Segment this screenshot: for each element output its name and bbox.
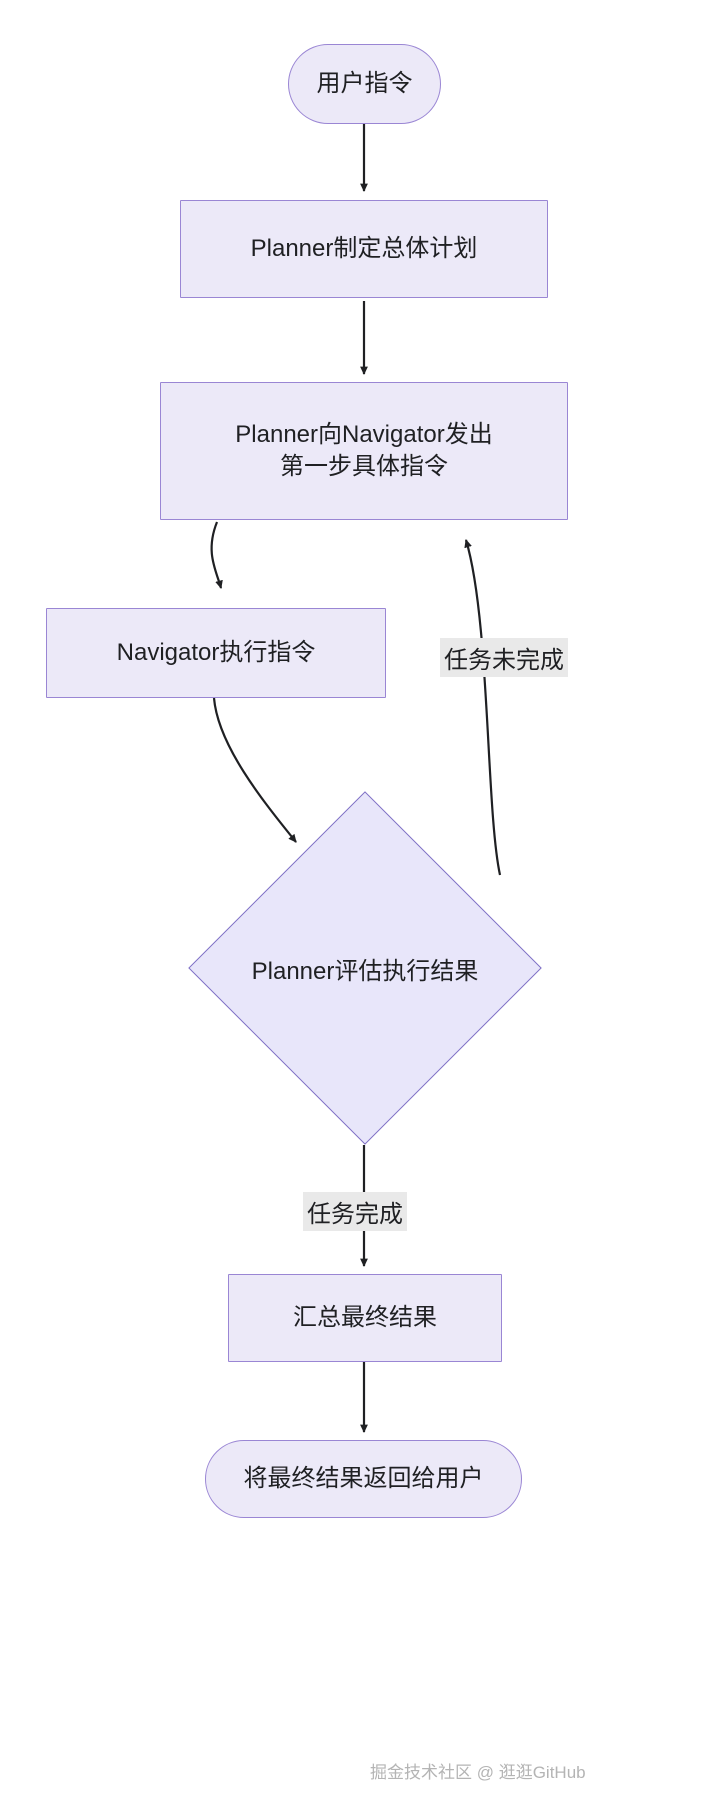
node-user-instruction[interactable]: 用户指令 <box>288 44 441 124</box>
node-summarize-final-result[interactable]: 汇总最终结果 <box>228 1274 502 1362</box>
edge-navigator-execute-to-planner-evaluate <box>212 697 297 843</box>
edge-planner-first-step-to-navigator-execute <box>210 521 223 589</box>
edge-label-task-incomplete: 任务未完成 <box>440 638 568 677</box>
node-planner-evaluate-label: Planner评估执行结果 <box>251 957 479 985</box>
node-planner-first-step[interactable]: Planner向Navigator发出 第一步具体指令 <box>160 382 568 520</box>
node-navigator-execute[interactable]: Navigator执行指令 <box>46 608 386 698</box>
node-planner-evaluate[interactable]: Planner评估执行结果 <box>188 791 542 1145</box>
watermark-text: 掘金技术社区 @ 逛逛GitHub <box>370 1763 586 1782</box>
node-return-to-user[interactable]: 将最终结果返回给用户 <box>205 1440 522 1518</box>
edge-planner-evaluate-to-planner-first-step <box>464 539 502 876</box>
edge-label-task-complete: 任务完成 <box>303 1192 407 1231</box>
node-planner-overall-plan[interactable]: Planner制定总体计划 <box>180 200 548 298</box>
